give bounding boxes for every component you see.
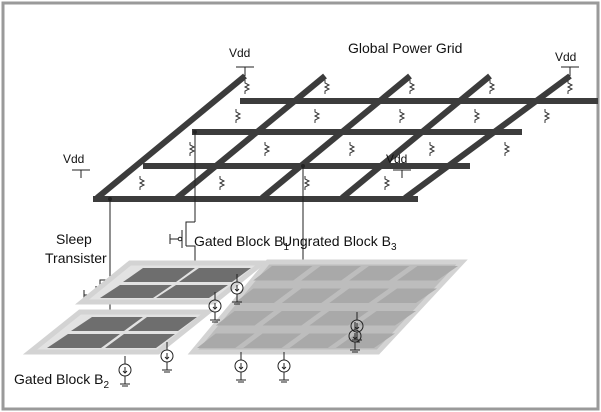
resistor (543, 109, 551, 123)
diagonal-rail (175, 73, 327, 201)
vdd-pads (72, 66, 579, 178)
diagonal-rail (95, 73, 247, 201)
vdd-pad-symbol (236, 66, 254, 76)
ground-symbols (118, 274, 364, 387)
resistor (348, 142, 356, 156)
resistor (323, 80, 331, 94)
resistor (428, 142, 436, 156)
ground-symbol (160, 342, 174, 373)
diagonal-rail (340, 73, 492, 201)
vdd-pad-symbol (72, 169, 90, 178)
junction-dot (193, 130, 197, 134)
ground-symbol (208, 292, 222, 323)
diagram-title: Global Power Grid (348, 40, 462, 56)
gated-block-b1 (74, 260, 270, 305)
gated-block-b2 (22, 309, 216, 355)
vdd-label: Vdd (63, 152, 84, 166)
resistor (383, 176, 391, 190)
horizontal-rails (93, 98, 598, 202)
vdd-label: Vdd (229, 46, 250, 60)
ground-symbol (230, 274, 244, 305)
resistor (138, 176, 146, 190)
resistor (503, 142, 511, 156)
resistor (218, 176, 226, 190)
ground-symbol (118, 356, 132, 387)
ungated-block-b3 (187, 259, 468, 355)
ungated-cell (301, 266, 361, 281)
ground-symbol (234, 352, 248, 383)
ungated-cell (356, 311, 416, 326)
ungated-cell (289, 333, 349, 348)
resistor (566, 80, 574, 94)
ungated-cell (329, 288, 390, 303)
diagonal-rails (95, 73, 572, 201)
resistor (408, 80, 416, 94)
vdd-label: Vdd (386, 152, 407, 166)
sleep-transistor-label-line1: Sleep (56, 231, 92, 247)
junction-dot (108, 197, 112, 201)
gated-block-b1-label: Gated Block B1 (194, 233, 290, 253)
diagonal-rail (403, 73, 572, 201)
resistor (263, 142, 271, 156)
ungated-cell (349, 266, 410, 281)
vdd-label: Vdd (555, 50, 576, 64)
resistor (188, 142, 196, 156)
resistor (243, 80, 251, 94)
sleep-transistor-label-line2: Transister (45, 250, 107, 266)
ground-symbol (350, 312, 364, 343)
ungated-cell (281, 288, 342, 303)
ungated-block-b3-label: Ungrated Block B3 (282, 233, 397, 253)
diagonal-rail (260, 73, 412, 201)
resistor (303, 176, 311, 190)
resistor (398, 109, 406, 123)
resistor (313, 109, 321, 123)
resistor (234, 109, 242, 123)
ungated-cell (243, 333, 302, 348)
vdd-pad-symbol (393, 169, 411, 178)
sleep-transistor-b1 (169, 221, 196, 270)
ground-symbol (277, 352, 291, 383)
resistor (488, 80, 496, 94)
ungated-cell (262, 311, 322, 326)
grid-resistors (138, 80, 574, 190)
junction-dot (301, 164, 305, 168)
ungated-cell (253, 266, 313, 281)
gated-block-b2-label: Gated Block B2 (14, 371, 110, 391)
vdd-pad-symbol (561, 66, 579, 76)
ungated-cell (309, 311, 369, 326)
ungated-cell (197, 333, 255, 348)
ungated-cell (215, 311, 274, 326)
ungated-cell (376, 288, 437, 303)
ungated-cell (234, 288, 294, 303)
ungated-cell (397, 266, 458, 281)
resistor (473, 109, 481, 123)
ungated-cell (335, 333, 395, 348)
ground-symbol (348, 322, 362, 353)
